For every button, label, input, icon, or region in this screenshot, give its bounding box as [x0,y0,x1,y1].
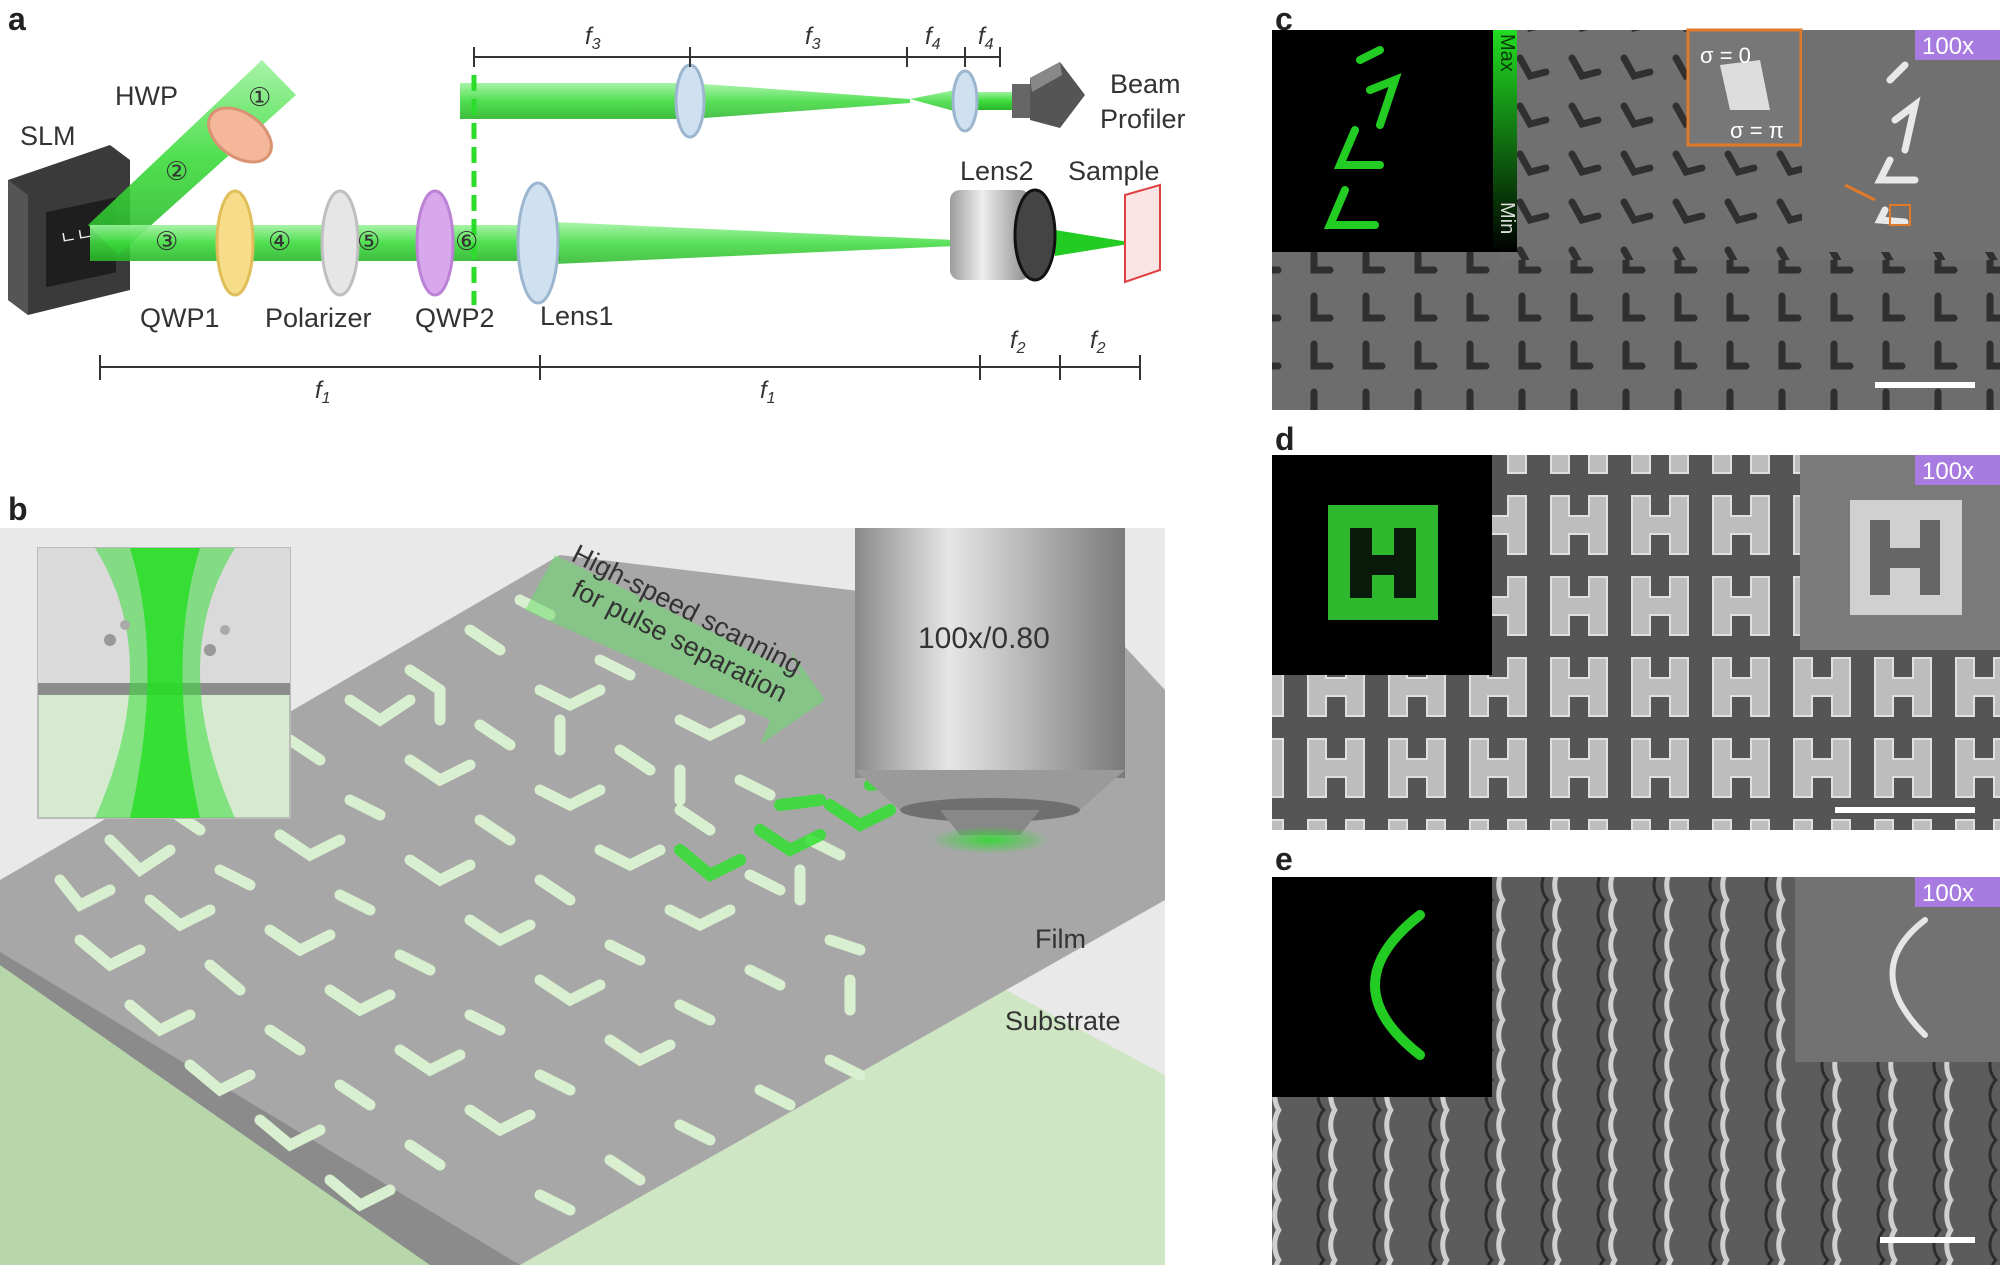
sigma-pi-label: σ = π [1730,118,1784,143]
beam-profiler-device [1012,62,1085,128]
f4-symbol-1: f [925,23,934,50]
panel-a-optical-setup: ㄴㄴ SLM HWP QWP1 Polarizer QWP2 Lens1 [8,23,1186,407]
slm-label: SLM [20,121,76,151]
mag-badge-d [1915,455,2000,485]
lens1 [516,181,560,305]
polarizer-label: Polarizer [265,303,372,333]
lens2-objective [950,188,1057,282]
panel-label-e: e [1275,841,1293,877]
lens-f4 [951,69,979,133]
hwp-label: HWP [115,81,178,111]
colorbar-max: Max [1496,34,1518,72]
slm-device: ㄴㄴ [8,145,130,315]
f2-subscript-1: 2 [1016,340,1026,357]
f2-symbol-1: f [1010,327,1019,354]
sigma-zero-label: σ = 0 [1700,43,1751,68]
film-label: Film [1035,924,1086,954]
lens2-label: Lens2 [960,156,1034,186]
f3-subscript-1: 3 [592,36,601,53]
beam-number-5: ⑤ [357,226,380,256]
mag-badge-c [1915,30,2000,60]
f2-label-2: f2 [1090,327,1106,357]
panel-e: 100x [1272,877,2000,1265]
f3-symbol-2: f [805,23,814,50]
panel-e-simulation-inset [1795,877,2000,1062]
f1-symbol-2: f [760,377,769,404]
qwp1-label: QWP1 [140,303,220,333]
mag-text-e: 100x [1922,880,1974,907]
panel-label-c: c [1275,1,1293,37]
panel-c-colorbar [1493,30,1517,252]
lens-f3 [674,63,706,139]
sample-plate [1124,183,1161,284]
panel-c: Max Min σ = 0 σ = π 100x [1272,28,2000,410]
f3-symbol-1: f [585,23,594,50]
panel-d: 100x [1272,455,2000,830]
f4-subscript-2: 4 [985,36,994,53]
f2-label-1: f2 [1010,327,1026,357]
f2-symbol-2: f [1090,327,1099,354]
objective-label: 100x/0.80 [918,622,1050,655]
f2-subscript-2: 2 [1096,340,1106,357]
mag-text-d: 100x [1922,458,1974,485]
mag-text-c: 100x [1922,33,1974,60]
beam-converging [555,222,955,264]
panel-e-fluorescence-inset [1272,877,1492,1097]
f4-subscript-1: 4 [932,36,941,53]
f1-subscript-2: 1 [767,390,776,407]
f3-label-2: f3 [805,23,821,53]
panel-b-illustration: High-speed scanning for pulse separation… [0,528,1165,1265]
f1-symbol-1: f [315,377,324,404]
qwp1-plate [215,189,255,297]
panel-c-fluorescence-inset [1272,30,1514,252]
beam-number-4: ④ [268,226,291,256]
cross-section-inset [37,547,291,819]
beam-number-1: ① [248,82,271,112]
f1-subscript-1: 1 [322,390,331,407]
qwp2-plate [415,189,455,297]
beam-profiler-label-2: Profiler [1100,104,1186,134]
panel-label-d: d [1275,421,1295,457]
scan-arrow [525,555,825,745]
polarizer-plate [320,189,360,297]
beam-number-2: ② [165,156,188,186]
substrate-label: Substrate [1005,1006,1121,1036]
panel-label-b: b [8,491,28,527]
f3-label-1: f3 [585,23,601,53]
bottom-distance-bar [99,355,1141,380]
objective-lens [855,528,1125,854]
highlight-arrow [1844,183,1876,202]
beam-diagonal [88,60,296,255]
beam-profiler-label-1: Beam [1110,69,1181,99]
f4-label-2: f4 [978,23,994,53]
beam-number-3: ③ [155,226,178,256]
panel-label-a: a [8,1,26,37]
top-distance-bar [473,47,1001,67]
mag-badge-e [1915,877,2000,907]
sample-label: Sample [1068,156,1160,186]
hwp-plate [207,106,273,164]
beam-top [460,83,690,119]
f4-symbol-2: f [978,23,987,50]
colorbar-min: Min [1496,202,1518,234]
qwp2-label: QWP2 [415,303,495,333]
beam-number-6: ⑥ [455,226,478,256]
f3-subscript-2: 3 [812,36,821,53]
beam-focus [1055,230,1135,256]
f1-label-2: f1 [760,377,776,407]
lens1-label: Lens1 [540,301,614,331]
f4-label-1: f4 [925,23,941,53]
f1-label-1: f1 [315,377,331,407]
